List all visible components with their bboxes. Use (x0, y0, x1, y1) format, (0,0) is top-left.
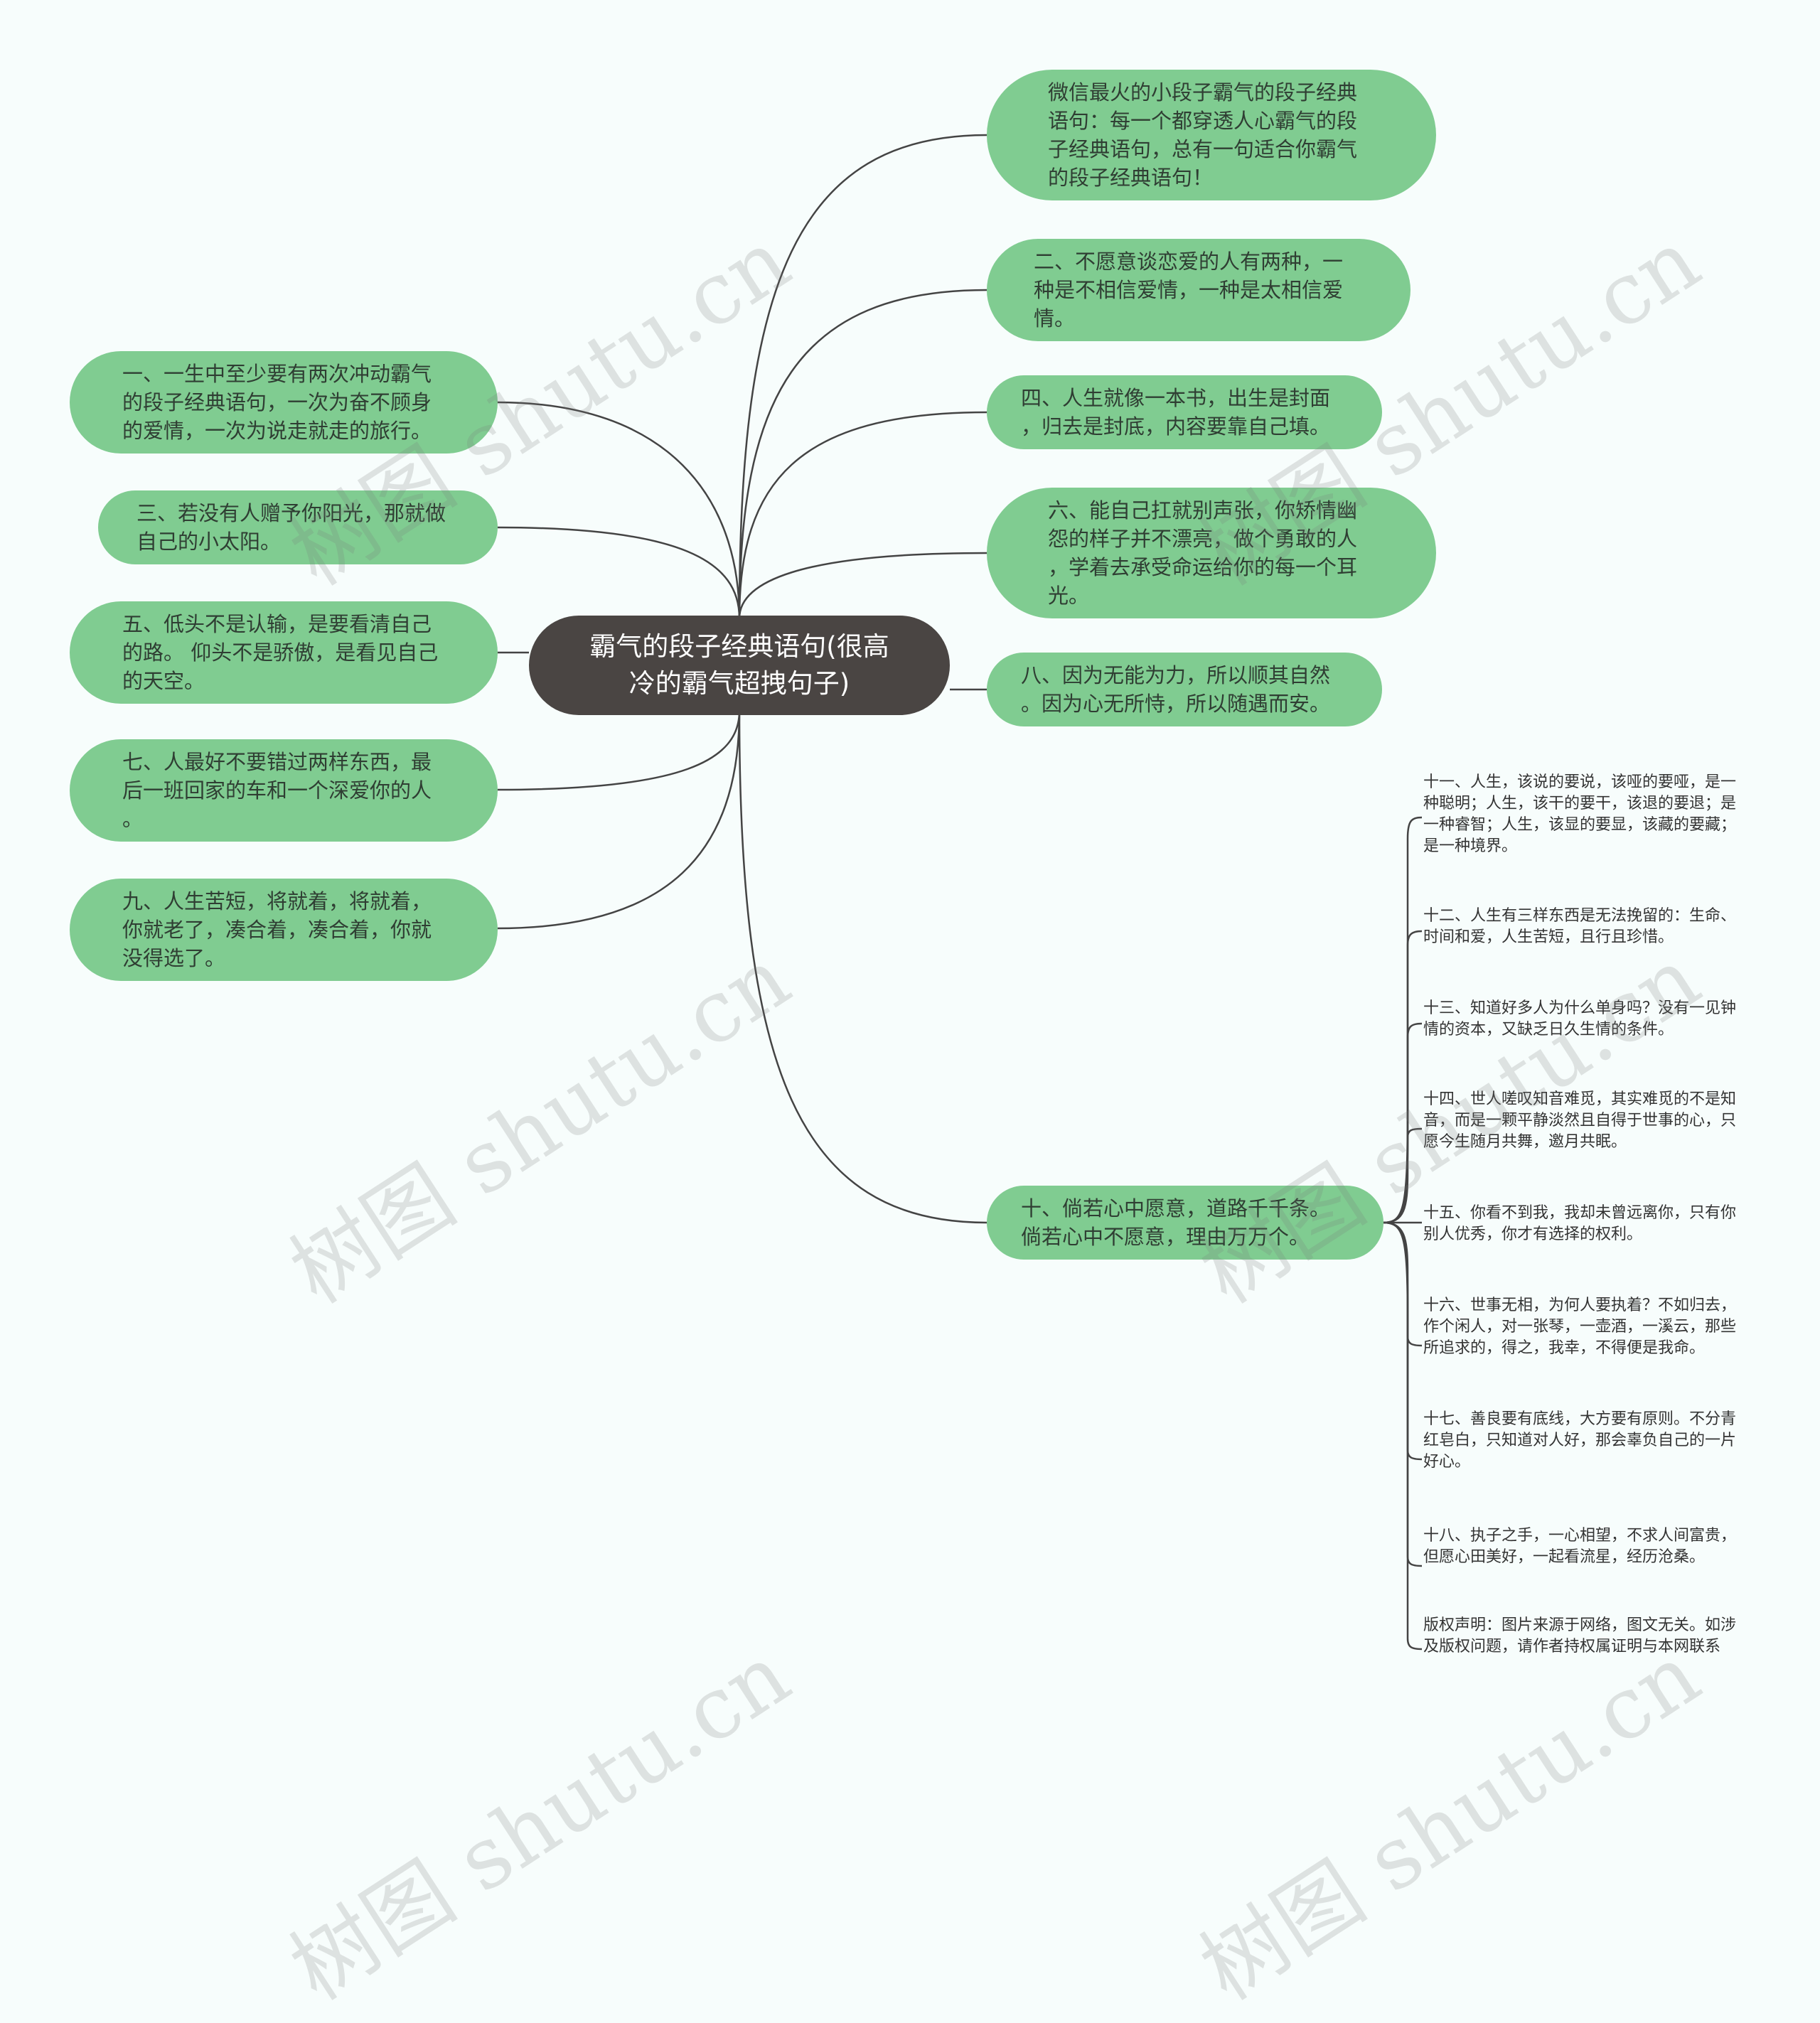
left-node-3[interactable]: 七、人最好不要错过两样东西，最 后一班回家的车和一个深爱你的人 。 (70, 739, 498, 842)
connector-leaf-2 (1383, 1022, 1423, 1224)
right-node-3[interactable]: 六、能自己扛就别声张，你矫情幽 怨的样子并不漂亮，做个勇敢的人 ，学着去承受命运… (987, 488, 1436, 618)
central-topic[interactable]: 霸气的段子经典语句(很高 冷的霸气超拽句子) (529, 616, 950, 715)
connector-lines (497, 134, 1423, 1651)
connector-leaf-8 (1383, 1221, 1423, 1651)
leaf-node-8[interactable]: 版权声明：图片来源于网络，图文无关。如涉 及版权问题，请作者持权属证明与本网联系 (1423, 1616, 1737, 1656)
left-node-1[interactable]: 三、若没有人赠予你阳光，那就做 自己的小太阳。 (98, 490, 498, 564)
left-node-4[interactable]: 九、人生苦短，将就着，将就着， 你就老了，凑合着，凑合着，你就 没得选了。 (70, 879, 498, 981)
connector-right-1 (738, 289, 987, 619)
connector-right-3 (738, 552, 987, 619)
leaf-node-4[interactable]: 十五、你看不到我，我却未曾远离你，只有你 别人优秀，你才有选择的权利。 (1423, 1204, 1737, 1243)
leaf-node-3[interactable]: 十四、世人嗟叹知音难觅，其实难觅的不是知 音，而是一颗平静淡然且自得于世事的心，… (1423, 1090, 1737, 1151)
connector-leaf-1 (1383, 930, 1423, 1224)
connector-leaf-3 (1383, 1127, 1423, 1224)
right-node-1[interactable]: 二、不愿意谈恋爱的人有两种，一 种是不相信爱情，一种是太相信爱 情。 (987, 239, 1410, 341)
connector-right-0 (738, 134, 987, 619)
leaf-node-7[interactable]: 十八、执子之手，一心相望，不求人间富贵， 但愿心田美好，一起看流星，经历沧桑。 (1423, 1527, 1737, 1566)
leaf-node-6[interactable]: 十七、善良要有底线，大方要有原则。不分青 红皂白，只知道对人好，那会辜负自己的一… (1423, 1410, 1737, 1471)
leaf-node-0[interactable]: 十一、人生，该说的要说，该哑的要哑，是一 种聪明；人生，该干的要干，该退的要退；… (1423, 773, 1737, 855)
connector-right-5 (738, 710, 987, 1224)
left-node-2[interactable]: 五、低头不是认输，是要看清自己 的路。 仰头不是骄傲，是看见自己 的天空。 (70, 601, 498, 704)
left-node-0[interactable]: 一、一生中至少要有两次冲动霸气 的段子经典语句，一次为奋不顾身 的爱情，一次为说… (70, 351, 498, 454)
connector-left-1 (497, 526, 741, 619)
connector-right-2 (738, 411, 987, 619)
right-node-4[interactable]: 八、因为无能为力，所以顺其自然 。因为心无所恃，所以随遇而安。 (987, 653, 1382, 726)
connector-left-3 (497, 710, 741, 791)
right-node-5[interactable]: 十、倘若心中愿意，道路千千条。 倘若心中不愿意，理由万万个。 (987, 1186, 1383, 1260)
leaf-node-5[interactable]: 十六、世事无相，为何人要执着？不如归去， 作个闲人，对一张琴，一壶酒，一溪云，那… (1423, 1297, 1737, 1357)
connector-left-0 (497, 401, 741, 619)
right-node-2[interactable]: 四、人生就像一本书，出生是封面 ，归去是封底，内容要靠自己填。 (987, 375, 1382, 449)
leaf-node-1[interactable]: 十二、人生有三样东西是无法挽留的：生命、 时间和爱，人生苦短，且行且珍惜。 (1423, 907, 1737, 946)
connector-leaf-7 (1383, 1221, 1423, 1567)
connector-left-4 (497, 710, 741, 930)
right-node-0[interactable]: 微信最火的小段子霸气的段子经典 语句：每一个都穿透人心霸气的段 子经典语句，总有… (987, 70, 1436, 200)
connector-leaf-0 (1383, 816, 1423, 1224)
leaf-node-2[interactable]: 十三、知道好多人为什么单身吗？没有一见钟 情的资本，又缺乏日久生情的条件。 (1423, 999, 1737, 1039)
connector-leaf-6 (1383, 1221, 1423, 1461)
